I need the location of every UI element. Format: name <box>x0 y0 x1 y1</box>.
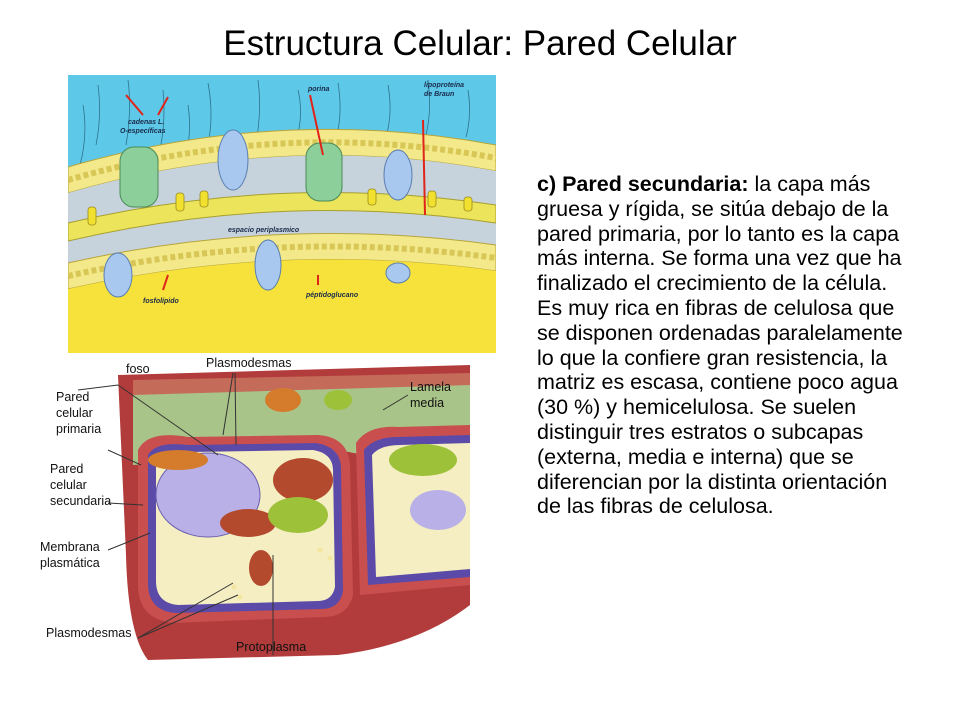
label-fosfolipido: fosfolípido <box>143 298 179 305</box>
label-primaria-3: primaria <box>56 422 101 436</box>
cell-envelope-figure: cadenas L. O-específicas porina lipoprot… <box>68 75 496 353</box>
label-de-braun: de Braun <box>424 91 454 98</box>
label-o-especificas: O-específicas <box>120 128 166 135</box>
paragraph-heading: c) Pared secundaria: <box>537 172 749 196</box>
label-lamela: Lamela <box>410 380 451 394</box>
label-protoplasma: Protoplasma <box>236 640 306 654</box>
secondary-wall-paragraph: c) Pared secundaria: la capa más gruesa … <box>537 172 909 519</box>
label-espacio-periplasmico: espacio periplasmico <box>228 227 300 234</box>
label-cadenas: cadenas L. <box>128 119 164 126</box>
label-membrana-1: Membrana <box>40 540 100 554</box>
label-foso: foso <box>126 362 150 376</box>
paragraph-text: la capa más gruesa y rígida, se sitúa de… <box>537 172 903 519</box>
label-membrana-2: plasmática <box>40 556 100 570</box>
label-secundaria-2: celular <box>50 478 87 492</box>
label-plasmodesmas-top: Plasmodesmas <box>206 356 291 370</box>
label-secundaria-1: Pared <box>50 462 83 476</box>
label-peptidoglucano: péptidoglucano <box>305 292 359 299</box>
label-primaria-1: Pared <box>56 390 89 404</box>
label-secundaria-3: secundaria <box>50 494 111 508</box>
label-plasmodesmas-bottom: Plasmodesmas <box>46 626 131 640</box>
label-primaria-2: celular <box>56 406 93 420</box>
label-media: media <box>410 396 444 410</box>
plant-cell-figure: foso Plasmodesmas Lamela media Pared cel… <box>40 356 470 660</box>
label-porina: porina <box>307 86 329 93</box>
slide-title: Estructura Celular: Pared Celular <box>223 24 737 63</box>
label-lipoproteina: lipoproteína <box>424 82 464 89</box>
